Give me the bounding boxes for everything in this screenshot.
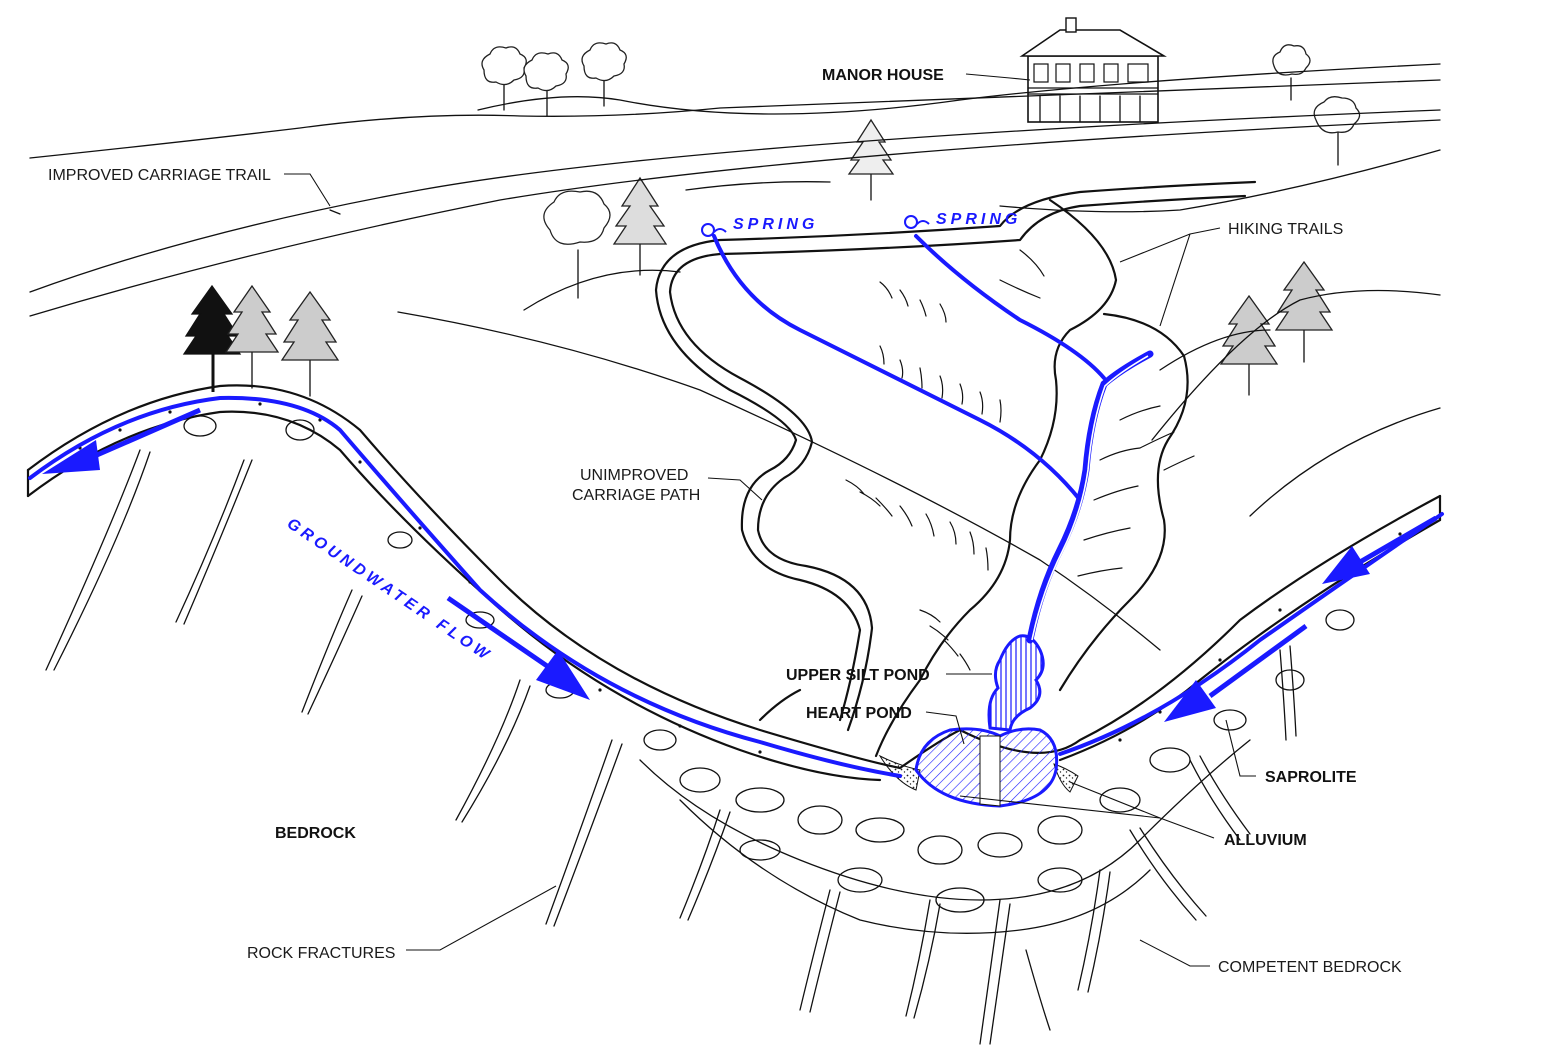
heart-pond	[914, 727, 1059, 808]
tree-cluster-left	[182, 284, 340, 397]
tree-icon	[224, 284, 280, 389]
label-competent-bedrock: COMPETENT BEDROCK	[1218, 959, 1402, 976]
label-rock-fractures: ROCK FRACTURES	[247, 945, 395, 962]
spring-stream-2	[904, 215, 1106, 380]
fracture-network	[183, 415, 1355, 934]
tree-cluster-top-left	[481, 42, 627, 117]
groundwater-arrows	[42, 407, 1438, 722]
label-alluvium: ALLUVIUM	[1224, 832, 1307, 849]
label-upper-silt-pond: UPPER SILT POND	[786, 667, 930, 684]
tree-icon	[1219, 294, 1279, 396]
label-unimproved-2: CARRIAGE PATH	[572, 487, 700, 504]
tree-icon	[543, 190, 611, 299]
rock-fractures	[45, 449, 1297, 1045]
label-saprolite: SAPROLITE	[1265, 769, 1357, 786]
label-improved-carriage-trail: IMPROVED CARRIAGE TRAIL	[48, 167, 271, 184]
tree-icon	[581, 42, 627, 107]
label-bedrock: BEDROCK	[275, 825, 356, 842]
slope-hatching	[845, 249, 1195, 671]
main-stream	[1026, 350, 1154, 644]
tree-icon	[1274, 260, 1334, 363]
arrow-down-right-icon	[446, 595, 590, 700]
label-heart-pond: HEART POND	[806, 705, 912, 722]
tree-icon	[182, 284, 242, 392]
tree-icon	[1272, 44, 1311, 101]
tree-icon	[280, 290, 340, 397]
tree-icon	[481, 46, 527, 111]
arrow-left-icon	[42, 407, 201, 474]
tree-icon	[523, 52, 569, 117]
tree-icon	[612, 176, 668, 276]
spring-stream-1	[701, 223, 1082, 502]
label-groundwater-flow: GROUNDWATER FLOW	[284, 515, 495, 665]
tree-icon	[1313, 96, 1361, 166]
arrow-down-left-icon	[1322, 515, 1438, 584]
tree-cluster-mid-left	[543, 176, 668, 299]
label-spring-1: SPRING	[733, 216, 818, 233]
label-hiking-trails: HIKING TRAILS	[1228, 221, 1343, 238]
improved-carriage-trail	[329, 209, 341, 215]
upper-silt-pond	[987, 634, 1045, 732]
saprolite-layer	[26, 384, 1442, 782]
label-unimproved-1: UNIMPROVED	[580, 467, 688, 484]
label-manor-house: MANOR HOUSE	[822, 67, 944, 84]
tree-icon	[847, 118, 895, 201]
arrow-down-left-icon	[1164, 623, 1308, 722]
alluvium-deposit	[878, 754, 1079, 793]
manor-house-icon	[1019, 17, 1167, 123]
landscape-lines	[29, 63, 1441, 651]
unimproved-carriage-path	[654, 180, 1257, 732]
leader-lines	[284, 73, 1256, 967]
tree-cluster-right	[1219, 260, 1334, 396]
groundwater-flow-lines	[28, 395, 1444, 778]
label-spring-2: SPRING	[936, 211, 1021, 228]
